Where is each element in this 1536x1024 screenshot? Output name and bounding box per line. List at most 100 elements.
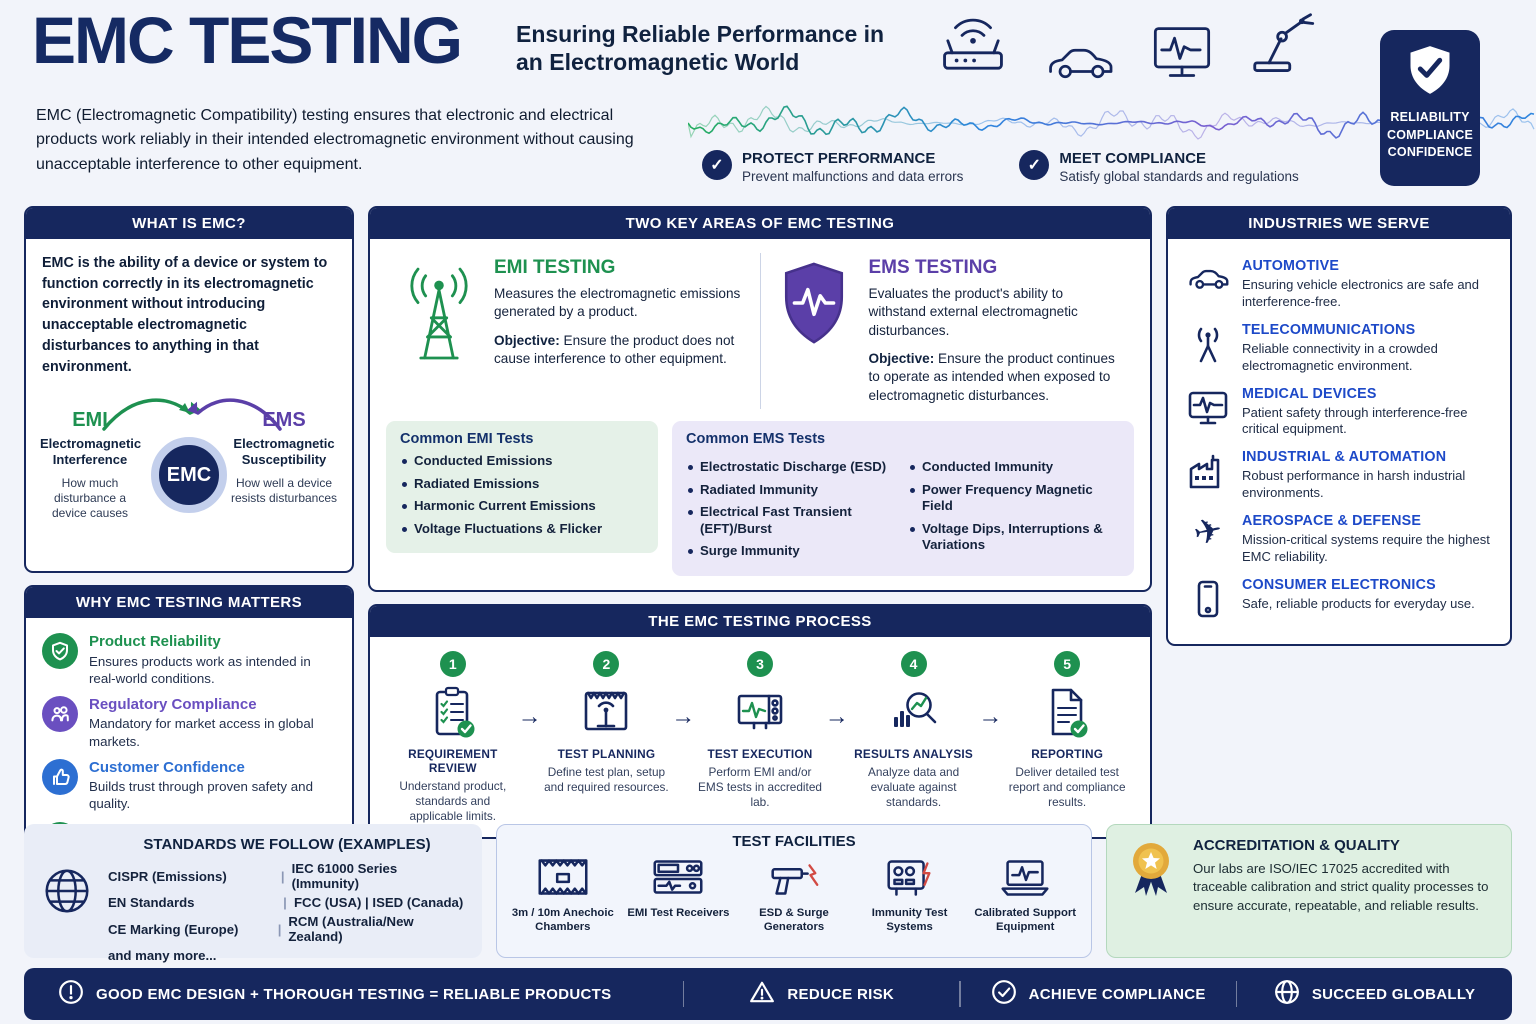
industry-industrial-automation: INDUSTRIAL & AUTOMATION Robust performan… bbox=[1186, 449, 1492, 502]
middle-column: TWO KEY AREAS OF EMC TESTING bbox=[368, 206, 1152, 911]
magnifier-chart-icon bbox=[849, 683, 979, 741]
industry-text: Reliable connectivity in a crowded elect… bbox=[1242, 340, 1438, 373]
footer-item-achieve-compliance: ACHIEVE COMPLIANCE bbox=[961, 979, 1236, 1009]
divider bbox=[1235, 981, 1238, 1007]
accreditation-text: Our labs are ISO/IEC 17025 accredited wi… bbox=[1193, 861, 1489, 913]
list-item: Electrostatic Discharge (ESD) bbox=[686, 459, 898, 476]
facility-support-equipment: Calibrated Support Equipment bbox=[969, 852, 1081, 934]
telecom-mast-icon bbox=[1186, 322, 1230, 364]
list-item: Harmonic Current Emissions bbox=[400, 498, 644, 515]
emi-receiver-icon bbox=[622, 852, 734, 904]
facility-label: Calibrated Support Equipment bbox=[974, 907, 1077, 934]
objective-label: Objective: bbox=[868, 351, 935, 367]
arrow-right-icon: → bbox=[824, 702, 849, 730]
check-text: Satisfy global standards and regulations bbox=[1059, 169, 1299, 184]
anechoic-chamber-icon bbox=[507, 852, 619, 904]
facility-label: ESD & Surge Generators bbox=[759, 907, 829, 934]
objective-text: Ensure the product does not cause interf… bbox=[494, 332, 735, 367]
standards-row: CISPR (Emissions) | IEC 61000 Series (Im… bbox=[108, 861, 466, 891]
why-title: Customer Confidence bbox=[89, 758, 245, 776]
left-column: WHAT IS EMC? EMC is the ability of a dev… bbox=[24, 206, 354, 911]
ems-testing-block: EMS TESTING Evaluates the product's abil… bbox=[759, 253, 1135, 410]
warning-triangle-icon bbox=[749, 979, 775, 1009]
facility-label: EMI Test Receivers bbox=[627, 907, 730, 919]
why-title: Product Reliability bbox=[89, 633, 221, 651]
ems-tests-list-col2: Conducted Immunity Power Frequency Magne… bbox=[908, 453, 1120, 566]
industry-title: AEROSPACE & DEFENSE bbox=[1242, 513, 1422, 530]
emc-center-circle: EMC bbox=[151, 437, 227, 514]
separator: | bbox=[283, 895, 287, 910]
industry-consumer-electronics: CONSUMER ELECTRONICS Safe, reliable prod… bbox=[1186, 577, 1492, 621]
footer-item-succeed-globally: SUCCEED GLOBALLY bbox=[1237, 979, 1512, 1009]
testing-process-panel: THE EMC TESTING PROCESS 1 bbox=[368, 603, 1152, 839]
globe-icon bbox=[40, 836, 94, 946]
emi-abbr: EMI bbox=[72, 409, 108, 432]
emi-tests-title: Common EMI Tests bbox=[400, 431, 534, 448]
check-meet-compliance: ✓ MEET COMPLIANCE Satisfy global standar… bbox=[1019, 150, 1299, 184]
footer-bar: GOOD EMC DESIGN + THOROUGH TESTING = REL… bbox=[24, 968, 1512, 1020]
emi-tests-list: Conducted Emissions Radiated Emissions H… bbox=[400, 453, 644, 537]
step-title: REQUIREMENT REVIEW bbox=[408, 746, 498, 775]
what-is-emc-body: EMC is the ability of a device or system… bbox=[42, 255, 328, 375]
step-number: 1 bbox=[439, 650, 466, 677]
esd-gun-icon bbox=[738, 852, 850, 904]
separator: | bbox=[280, 868, 285, 884]
medal-icon bbox=[1123, 837, 1179, 904]
process-step-5: 5 REPORTING Deliver detailed tes bbox=[1002, 650, 1132, 811]
step-number: 3 bbox=[746, 650, 773, 677]
ems-testing-desc: Evaluates the product's ability to withs… bbox=[868, 286, 1078, 338]
header-checks: ✓ PROTECT PERFORMANCE Prevent malfunctio… bbox=[702, 150, 1299, 184]
anechoic-chamber-icon bbox=[542, 683, 672, 741]
two-key-areas-panel: TWO KEY AREAS OF EMC TESTING bbox=[368, 206, 1152, 592]
shield-check-icon bbox=[1404, 42, 1456, 103]
panel-title: WHY EMC TESTING MATTERS bbox=[26, 587, 352, 619]
industry-text: Patient safety through interference-free… bbox=[1242, 404, 1468, 437]
report-check-icon bbox=[1002, 683, 1132, 741]
standards-panel: STANDARDS WE FOLLOW (EXAMPLES) CISPR (Em… bbox=[24, 824, 482, 963]
check-protect-performance: ✓ PROTECT PERFORMANCE Prevent malfunctio… bbox=[702, 150, 963, 184]
divider bbox=[959, 981, 961, 1007]
step-title: RESULTS ANALYSIS bbox=[854, 746, 973, 761]
industry-text: Mission-critical systems require the hig… bbox=[1242, 532, 1490, 565]
industry-title: AUTOMOTIVE bbox=[1242, 258, 1340, 274]
industry-text: Robust performance in harsh industrial e… bbox=[1242, 468, 1466, 501]
separator: | bbox=[277, 921, 282, 937]
facility-label: 3m / 10m Anechoic Chambers bbox=[511, 907, 614, 934]
support-equipment-icon bbox=[969, 852, 1081, 904]
industry-title: TELECOMMUNICATIONS bbox=[1242, 321, 1416, 338]
step-text: Perform EMI and/or EMS tests in accredit… bbox=[698, 764, 822, 810]
emi-desc: How much disturbance a device causes bbox=[51, 475, 129, 520]
why-item-product-reliability: Product Reliability Ensures products wor… bbox=[42, 633, 336, 687]
footer-text: ACHIEVE COMPLIANCE bbox=[1028, 985, 1206, 1003]
list-item: Conducted Immunity bbox=[908, 459, 1120, 476]
emi-ems-diagram: EMI Electromagnetic Interference How muc… bbox=[40, 383, 338, 559]
list-item: Conducted Emissions bbox=[400, 453, 644, 470]
standard-item: IEC 61000 Series (Immunity) bbox=[291, 861, 398, 891]
bottom-row: STANDARDS WE FOLLOW (EXAMPLES) CISPR (Em… bbox=[24, 824, 1512, 963]
medical-monitor-icon bbox=[1186, 386, 1230, 426]
why-text: Builds trust through proven safety and q… bbox=[89, 779, 313, 812]
step-text: Understand product, standards and applic… bbox=[399, 778, 507, 824]
common-ems-tests-box: Common EMS Tests Electrostatic Discharge… bbox=[672, 421, 1134, 576]
common-emi-tests-box: Common EMI Tests Conducted Emissions Rad… bbox=[386, 421, 658, 554]
industry-title: CONSUMER ELECTRONICS bbox=[1242, 576, 1436, 593]
badge-line: RELIABILITY bbox=[1390, 110, 1470, 124]
list-item: Power Frequency Magnetic Field bbox=[908, 482, 1120, 515]
why-text: Mandatory for market access in global ma… bbox=[89, 716, 314, 749]
car-icon bbox=[1042, 40, 1120, 82]
objective-text: Ensure the product continues to operate … bbox=[868, 351, 1115, 403]
antenna-tower-icon bbox=[396, 257, 482, 405]
standard-item: EN Standards bbox=[108, 895, 195, 910]
emi-testing-objective: Objective: Ensure the product does not c… bbox=[494, 332, 750, 369]
industry-automotive: AUTOMOTIVE Ensuring vehicle electronics … bbox=[1186, 258, 1492, 311]
step-text: Define test plan, setup and required res… bbox=[544, 764, 669, 794]
list-item: Radiated Emissions bbox=[400, 476, 644, 493]
industry-title: INDUSTRIAL & AUTOMATION bbox=[1242, 449, 1447, 466]
facility-label: Immunity Test Systems bbox=[871, 907, 948, 934]
standard-item: FCC (USA) | ISED (Canada) bbox=[294, 895, 464, 910]
facility-emi-receivers: EMI Test Receivers bbox=[622, 852, 734, 934]
arrow-right-icon: → bbox=[671, 702, 696, 730]
standards-title: STANDARDS WE FOLLOW (EXAMPLES) bbox=[143, 836, 431, 853]
industry-aerospace-defense: ✈ AEROSPACE & DEFENSE Mission-critical s… bbox=[1186, 511, 1492, 566]
